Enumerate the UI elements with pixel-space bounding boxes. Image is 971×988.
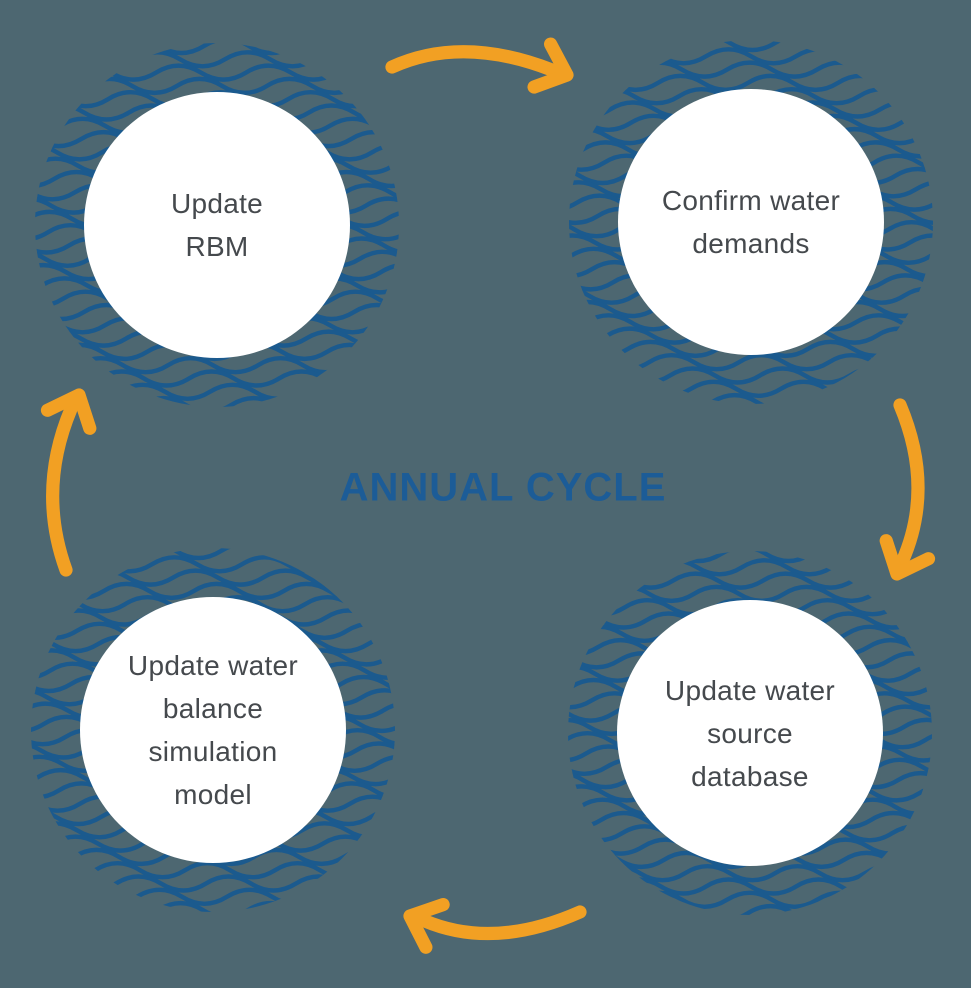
diagram-title: ANNUAL CYCLE: [339, 465, 667, 510]
arrow-left-icon: [40, 388, 97, 577]
node-circle: Confirm water demands: [618, 89, 884, 355]
node-label-update-water-balance-simulation-model: Update water balance simulation model: [127, 650, 299, 810]
cycle-node-update-water-source-database: Update water source database: [567, 550, 933, 916]
node-circle: Update RBM: [84, 92, 350, 358]
node-circle: Update water balance simulation model: [80, 597, 346, 863]
cycle-node-update-water-balance-simulation-model: Update water balance simulation model: [30, 547, 396, 913]
node-label-update-water-source-database: Update water source database: [664, 674, 836, 792]
arrow-right-icon: [879, 398, 936, 581]
node-circle: Update water source database: [617, 600, 883, 866]
node-label-update-rbm: Update RBM: [170, 188, 264, 262]
cycle-node-update-rbm: Update RBM: [34, 42, 400, 408]
node-label-confirm-water-demands: Confirm water demands: [661, 185, 841, 259]
arrow-top-icon: [385, 37, 574, 94]
cycle-node-confirm-water-demands: Confirm water demands: [568, 39, 934, 405]
arrow-bottom-icon: [403, 898, 587, 954]
